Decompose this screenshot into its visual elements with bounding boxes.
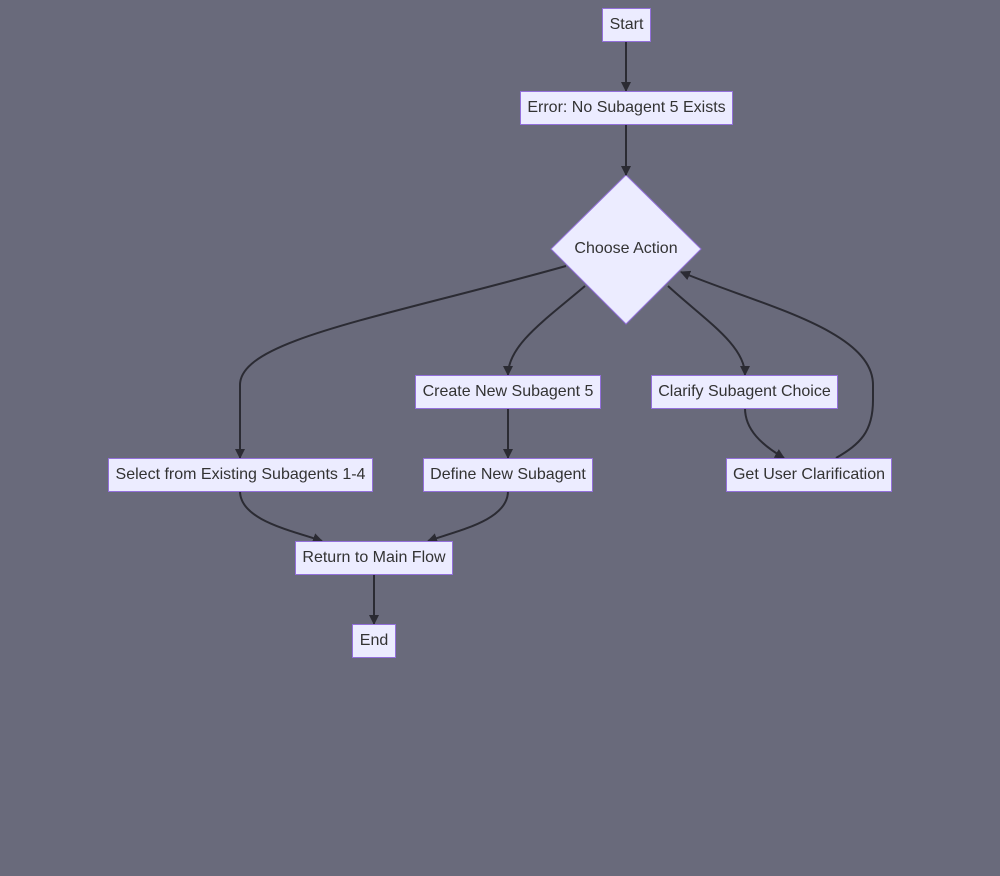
node-end: End — [352, 624, 396, 658]
node-select-existing-subagents: Select from Existing Subagents 1-4 — [108, 458, 373, 492]
edge-choose-to-select — [235, 265, 567, 459]
node-clarify-subagent-choice: Clarify Subagent Choice — [651, 375, 838, 409]
edge-select-to-return — [239, 490, 323, 543]
node-create-new-subagent: Create New Subagent 5 — [415, 375, 601, 409]
node-choose-action-label: Choose Action — [574, 240, 678, 257]
edge-choose-to-clarify — [667, 285, 750, 376]
choose-action-diamond — [550, 174, 702, 325]
node-define-new-subagent: Define New Subagent — [423, 458, 593, 492]
edge-define-to-return — [427, 490, 509, 543]
node-start: Start — [602, 8, 651, 42]
edge-choose-to-create — [503, 285, 586, 376]
edge-get-clarification-to-choose — [680, 270, 874, 459]
node-error-no-subagent: Error: No Subagent 5 Exists — [520, 91, 733, 125]
node-get-user-clarification: Get User Clarification — [726, 458, 892, 492]
edge-clarify-to-get-clarification — [744, 407, 785, 459]
node-return-to-main-flow: Return to Main Flow — [295, 541, 453, 575]
